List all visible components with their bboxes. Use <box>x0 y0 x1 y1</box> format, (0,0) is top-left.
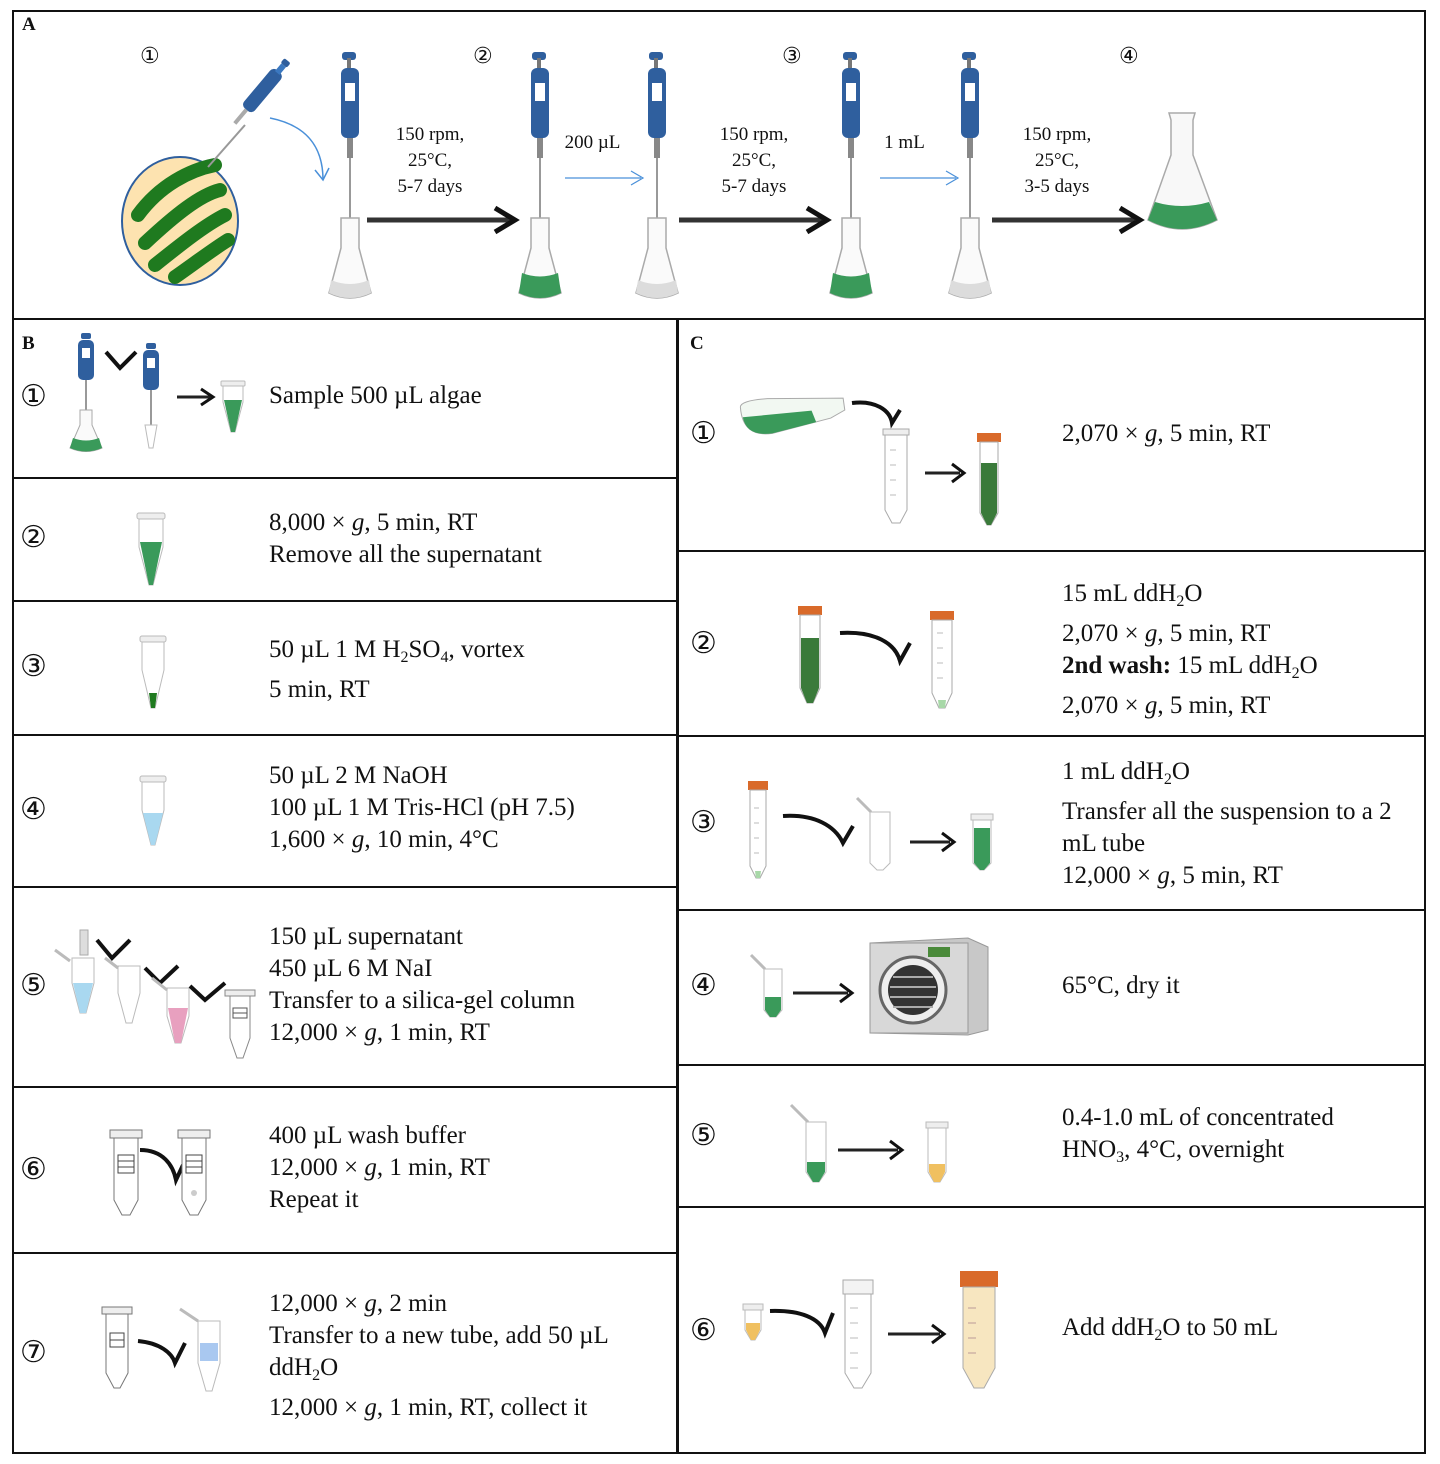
large-flask-icon <box>1147 112 1218 230</box>
dilution-icon <box>742 1271 998 1389</box>
c6-text: Add ddH2O to 50 mL <box>1062 1314 1279 1344</box>
figure-frame <box>12 10 1426 1454</box>
divider-b1 <box>12 477 677 479</box>
step-c5-number: ⑤ <box>690 1118 717 1153</box>
divider-b4 <box>12 886 677 888</box>
step-b6-number: ⑥ <box>20 1152 47 1187</box>
condition-a3: 150 rpm,25°C,3-5 days <box>1022 124 1092 197</box>
c1-text: 2,070 × g, 5 min, RT <box>1062 420 1271 447</box>
b5-text: 150 µL supernatant 450 µL 6 M NaI Transf… <box>269 923 575 1046</box>
petri-dish-icon <box>121 156 239 286</box>
step-c6-number: ⑥ <box>690 1313 717 1348</box>
pour-flask-icon <box>739 397 1001 526</box>
volume-a2: 1 mL <box>884 132 925 153</box>
arrow-a3 <box>992 205 1145 235</box>
tube-green-icon <box>136 512 166 586</box>
panel-a-label: A <box>22 14 36 35</box>
pipette-flask-empty-1 <box>328 52 372 299</box>
acid-digestion-icon <box>789 1103 949 1183</box>
step-a3-number: ③ <box>782 44 802 69</box>
b4-text: 50 µL 2 M NaOH 100 µL 1 M Tris-HCl (pH 7… <box>269 762 575 853</box>
panel-c-label: C <box>690 333 704 354</box>
condition-a2: 150 rpm,25°C,5-7 days <box>719 124 789 197</box>
step-c4-number: ④ <box>690 968 717 1003</box>
step-b4-number: ④ <box>20 792 47 827</box>
divider-c4 <box>678 1064 1426 1066</box>
pipette-flask-empty-2 <box>635 52 679 299</box>
panel-b-label: B <box>22 333 35 354</box>
step-b2-number: ② <box>20 520 47 555</box>
transfer-suspension-icon <box>748 781 994 879</box>
tube-blue-icon <box>139 775 167 846</box>
arrow-a1 <box>367 205 520 235</box>
divider-c5 <box>678 1206 1426 1208</box>
step-b7-number: ⑦ <box>20 1335 47 1370</box>
pipette-flask-green-1 <box>518 52 562 299</box>
step-c2-number: ② <box>690 626 717 661</box>
c4-text: 65°C, dry it <box>1062 972 1180 999</box>
curved-arrow-icon <box>269 117 330 182</box>
pipette-flask-small-icon <box>69 333 159 452</box>
divider-b5 <box>12 1086 677 1088</box>
c5-text: 0.4-1.0 mL of concentrated HNO3, 4°C, ov… <box>1062 1104 1334 1166</box>
step-a4-number: ④ <box>1119 44 1139 69</box>
divider-a <box>12 318 1426 320</box>
wash-tubes-icon <box>798 606 954 709</box>
step-a2-number: ② <box>473 44 493 69</box>
arrow-a2 <box>679 205 832 235</box>
step-b3-number: ③ <box>20 649 47 684</box>
b6-text: 400 µL wash buffer 12,000 × g, 1 min, RT… <box>269 1122 490 1213</box>
step-b1-number: ① <box>20 379 47 414</box>
divider-c3 <box>678 909 1426 911</box>
b2-text: 8,000 × g, 5 min, RT Remove all the supe… <box>269 509 542 568</box>
b1-text: Sample 500 µL algae <box>269 382 482 409</box>
column-transfer-icon <box>54 929 256 1059</box>
divider-b3 <box>12 734 677 736</box>
elution-icon <box>101 1306 221 1392</box>
b3-text: 50 µL 1 M H2SO4, vortex 5 min, RT <box>269 636 525 703</box>
c3-text: 1 mL ddH2O Transfer all the suspension t… <box>1062 758 1392 889</box>
pipette-flask-green-2 <box>829 52 873 299</box>
divider-b2 <box>12 600 677 602</box>
c2-text: 15 mL ddH2O 2,070 × g, 5 min, RT 2nd was… <box>1062 580 1318 719</box>
pipette-flask-empty-3 <box>948 52 992 299</box>
column-wash-icon <box>109 1129 211 1216</box>
step-c3-number: ③ <box>690 805 717 840</box>
condition-a1: 150 rpm,25°C,5-7 days <box>395 124 465 197</box>
divider-c2 <box>678 735 1426 737</box>
volume-a1: 200 µL <box>564 132 621 153</box>
angled-pipette-icon <box>207 58 290 168</box>
arrow-b1 <box>177 387 216 407</box>
blue-arrow-a1 <box>565 170 645 186</box>
step-c1-number: ① <box>690 416 717 451</box>
tube-green-tip-icon <box>220 380 246 433</box>
b7-text: 12,000 × g, 2 min Transfer to a new tube… <box>269 1290 609 1421</box>
divider-bc <box>676 318 679 1454</box>
step-b5-number: ⑤ <box>20 968 47 1003</box>
divider-b6 <box>12 1252 677 1254</box>
blue-arrow-a2 <box>880 170 960 186</box>
tube-pellet-icon <box>139 635 167 709</box>
step-a1-number: ① <box>140 44 160 69</box>
divider-c1 <box>678 550 1426 552</box>
drying-oven-icon <box>749 937 989 1036</box>
